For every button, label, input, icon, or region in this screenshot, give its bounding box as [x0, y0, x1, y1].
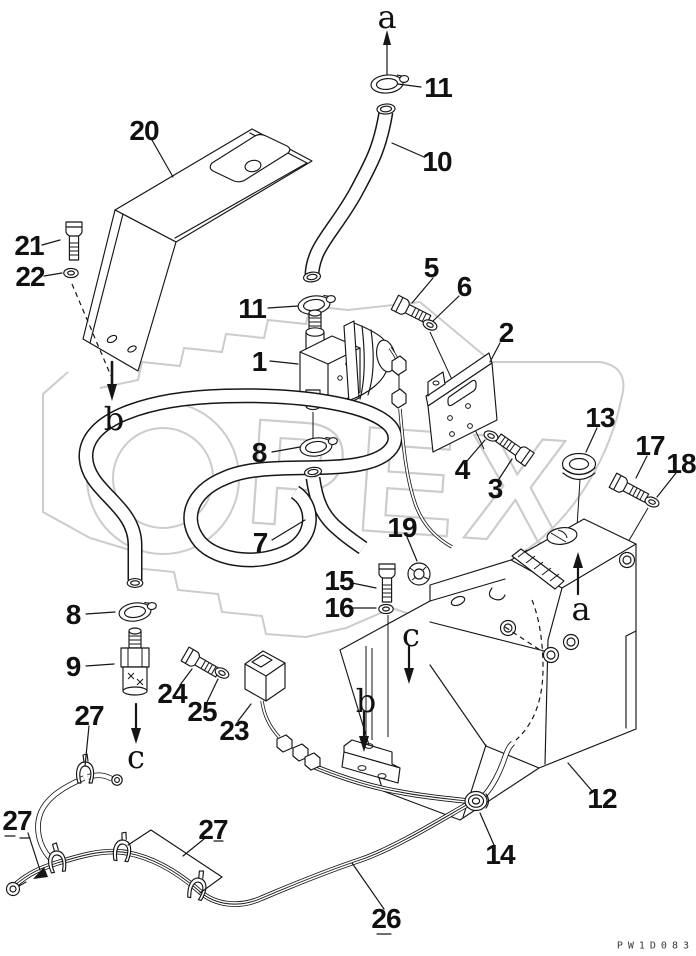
bolt-21-axis-dashed: [71, 283, 112, 377]
part-number-callout: 3: [487, 473, 504, 504]
washer-16: [378, 603, 394, 615]
part-number-callout: 25: [187, 696, 217, 727]
reference-letter: c: [127, 738, 145, 776]
part-number-callout: 13: [585, 402, 615, 433]
valve-1: [299, 309, 396, 438]
part-number-callout: 10: [422, 146, 452, 177]
sensor-9: [120, 627, 150, 696]
part-number-callout: 4: [454, 454, 471, 485]
grommet-14: [464, 790, 490, 812]
part-number-callout: 8: [65, 599, 82, 630]
harness-clip-27: [111, 830, 134, 863]
clamp-8-low: [117, 599, 159, 624]
relay-23: [244, 650, 309, 762]
part-number-callout: 23: [219, 715, 249, 746]
part-number-callout: 21: [14, 230, 44, 261]
part-number-callout: 26: [371, 903, 401, 934]
part-number-callout: 15: [324, 565, 354, 596]
cable-harness-26: [5, 599, 544, 907]
reference-letter: a: [571, 590, 591, 628]
part-number-callout: 5: [423, 252, 440, 283]
leader-lines: [4, 83, 677, 935]
part-number-callout: 19: [387, 512, 417, 543]
ring-13: [561, 452, 597, 528]
hose-10: [302, 103, 396, 283]
bracket-2: [425, 352, 498, 453]
bolt-17: [608, 472, 651, 506]
part-number-callout: 11: [424, 72, 453, 103]
cover-plate-20: [82, 128, 313, 372]
reference-letter: b: [103, 400, 125, 438]
part-number-callout: 7: [252, 527, 269, 558]
part-number-callout: 12: [587, 783, 617, 814]
part-number-callout: 27: [198, 814, 228, 845]
part-number-callout: 11: [238, 293, 267, 324]
part-number-callout: 16: [324, 592, 354, 623]
part-number-callout: 22: [15, 261, 45, 292]
reference-letter: c: [402, 616, 420, 654]
part-number-callout: 14: [485, 839, 515, 870]
part-number-callout: 17: [635, 430, 665, 461]
grommet-19: [407, 562, 431, 586]
part-number-callout: 1: [251, 346, 268, 377]
part-number-callout: 24: [157, 678, 187, 709]
part-number-callout: 9: [65, 651, 82, 682]
washer-22: [63, 267, 79, 279]
cable-inside-tank-dashed: [515, 599, 544, 741]
bolt-15: [378, 563, 396, 603]
part-number-callout: 2: [498, 317, 515, 348]
reference-letter: a: [377, 0, 397, 36]
hose-7: [78, 388, 403, 588]
drawing-code: PW1D083: [616, 940, 694, 952]
tank-screws: [499, 551, 636, 664]
part-number-callout: 18: [666, 448, 696, 479]
part-number-callout: 20: [129, 115, 159, 146]
reference-letter: b: [355, 682, 377, 720]
bolt-21: [65, 221, 83, 261]
part-number-callout: 6: [456, 271, 473, 302]
valve-wire: [388, 346, 453, 549]
direction-arrows: [107, 30, 583, 752]
part-number-callout: 27: [74, 700, 104, 731]
part-number-callout: 8: [251, 437, 268, 468]
harness-clip-27: [75, 753, 95, 784]
clamp-11-top: [369, 72, 411, 95]
part-number-callout: 27: [2, 805, 32, 836]
